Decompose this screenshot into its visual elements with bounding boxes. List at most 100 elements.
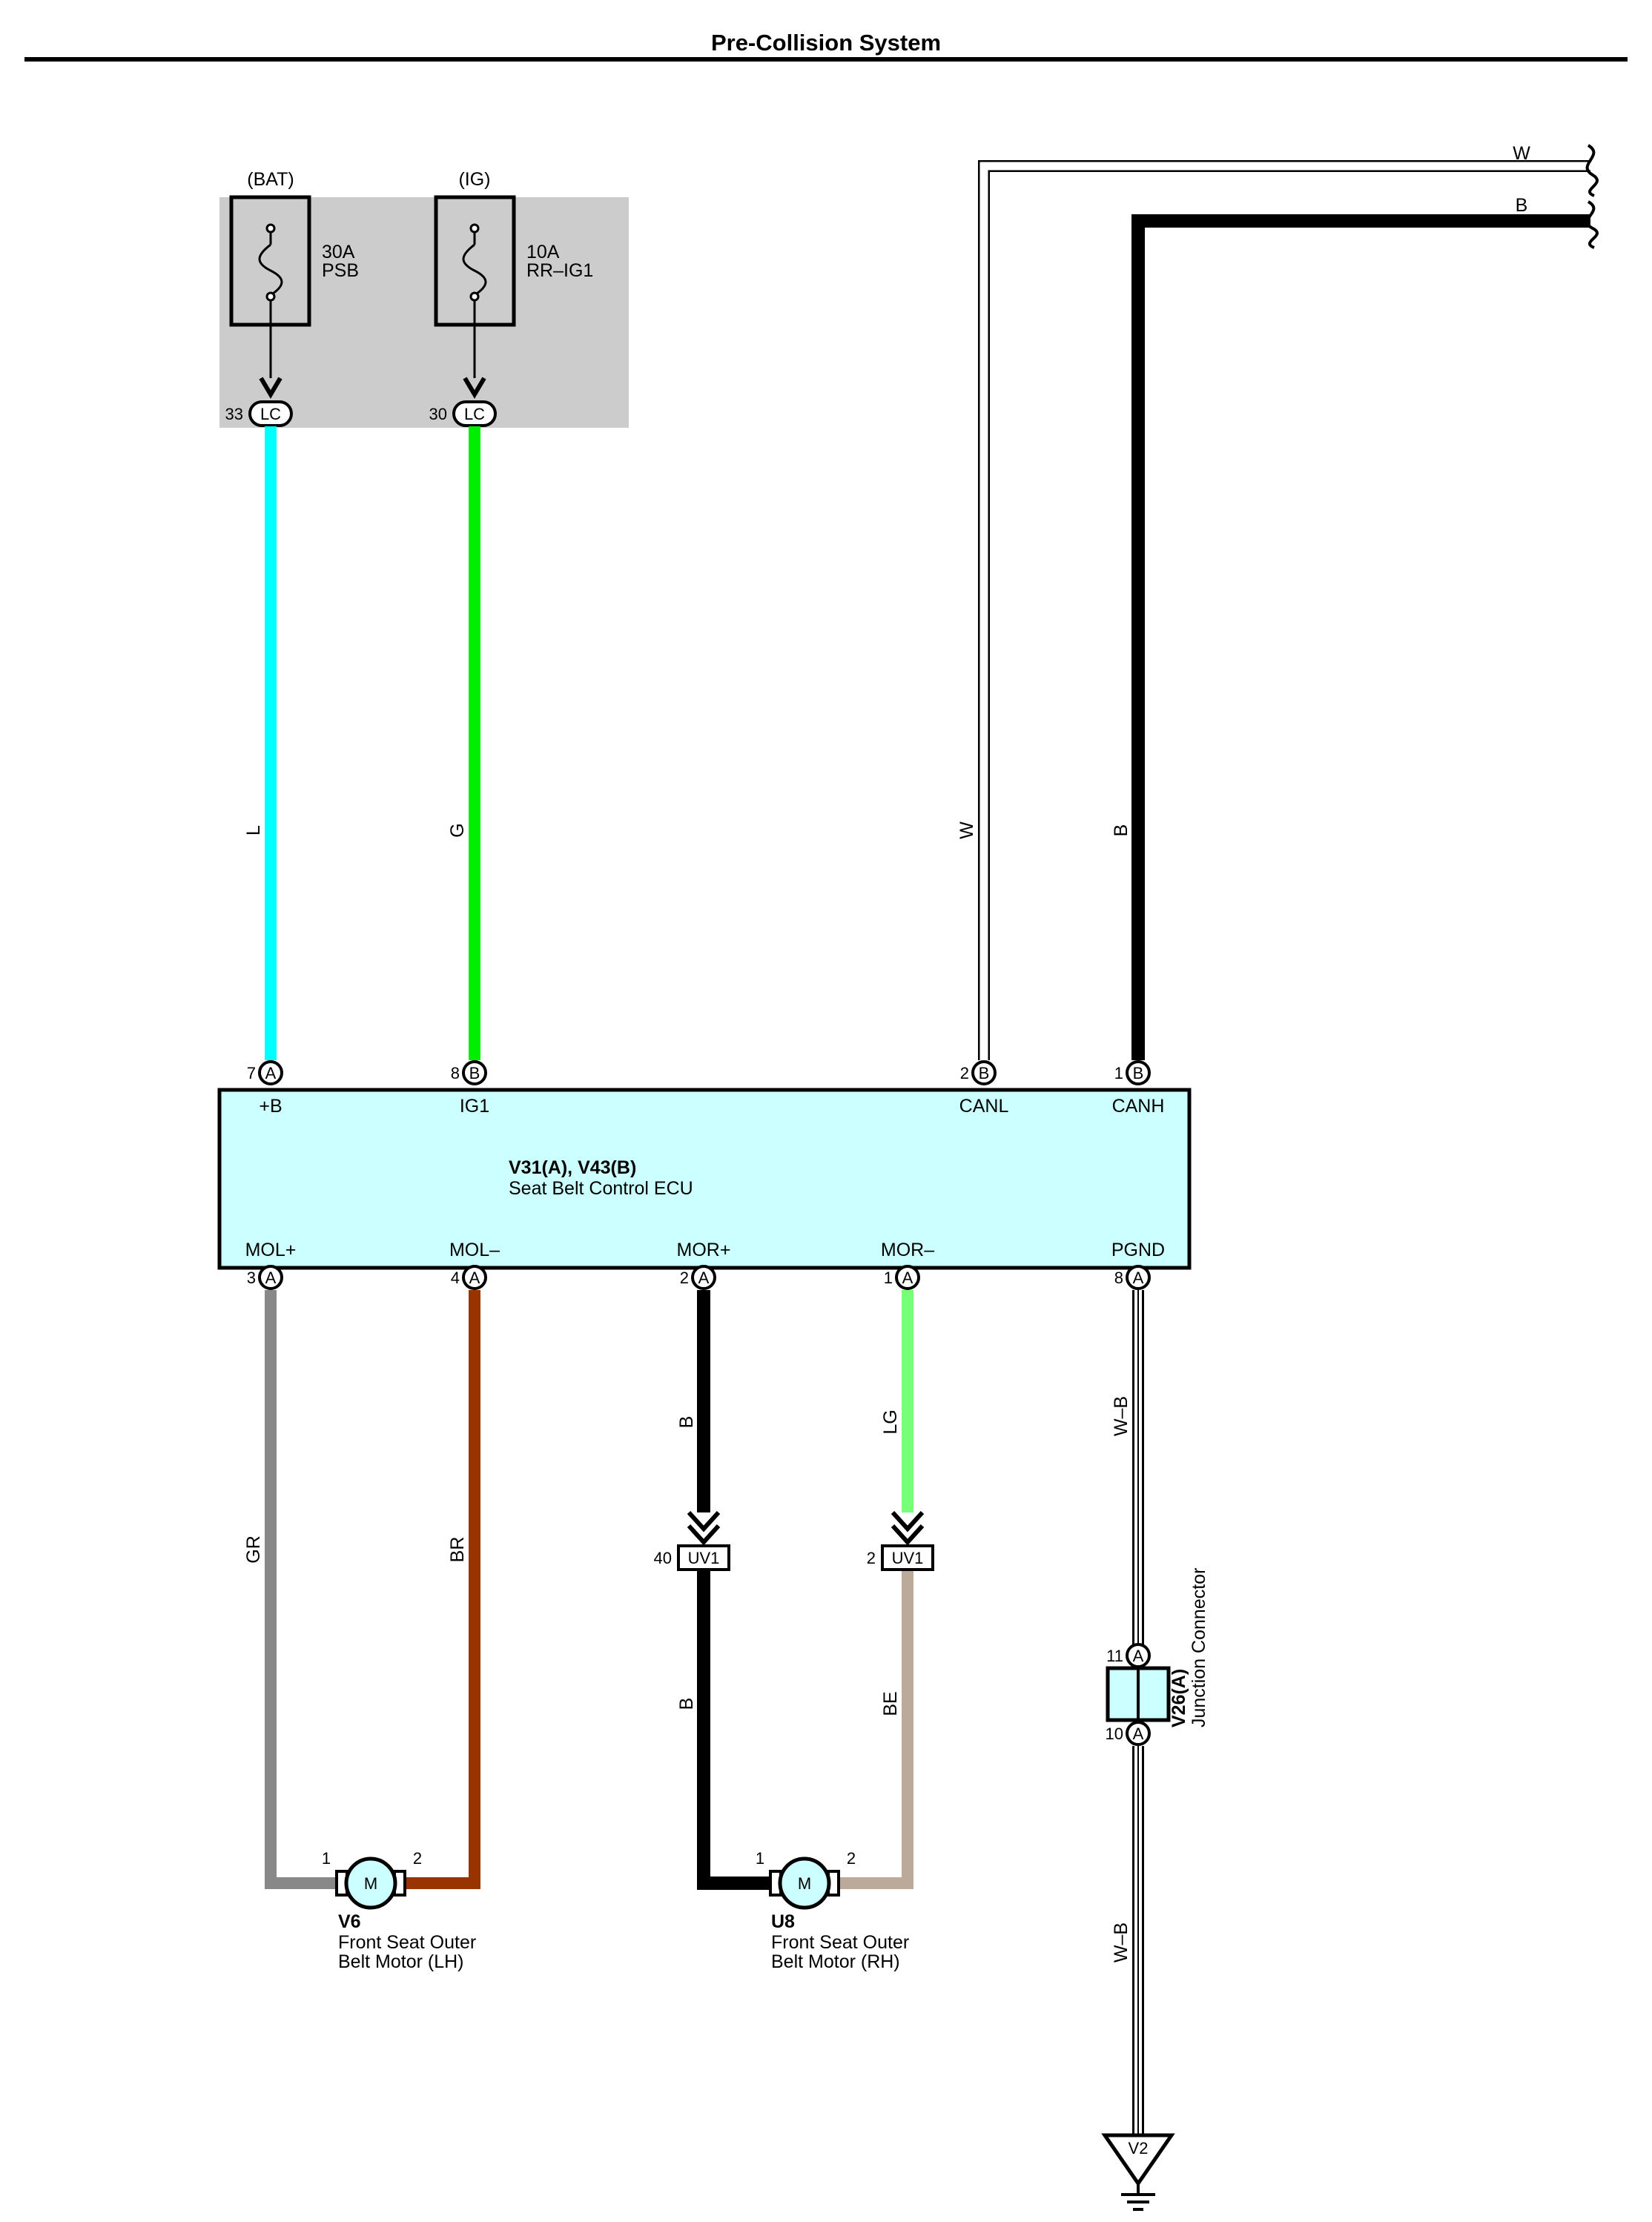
ground-v2: V2	[1101, 2133, 1175, 2211]
wire-canl-outline	[978, 160, 1590, 1060]
pin-number: 1	[756, 1849, 764, 1868]
wire-color-label: B	[676, 1416, 697, 1429]
pin-number: 33	[225, 405, 243, 423]
ecu-name: Seat Belt Control ECU	[509, 1178, 693, 1199]
inline-connector-uv1-40: UV1 40	[654, 1510, 730, 1571]
pin-number: 1	[1114, 1064, 1123, 1082]
pin-connector: A	[1133, 1647, 1144, 1665]
fuse-rr-ig1-name: RR–IG1	[526, 260, 593, 281]
wire-color-label: W	[956, 821, 977, 839]
wire-break-icon	[1585, 144, 1599, 197]
wire-mor-plus-lower	[697, 1568, 775, 1890]
motor-name-line2: Belt Motor (RH)	[771, 1951, 900, 1972]
ecu-pin-name: MOR–	[881, 1240, 934, 1260]
pin-number: 3	[247, 1269, 256, 1287]
fuse-psb-amp: 30A	[322, 242, 355, 262]
pin-number: 11	[1106, 1647, 1123, 1665]
motor-v6: M 1 2 V6 Front Seat Outer Belt Motor (LH…	[322, 1849, 476, 1972]
wire-break-icon	[1585, 200, 1599, 249]
wire-mol-minus	[404, 1290, 480, 1889]
ecu-pin-name: MOL–	[449, 1240, 500, 1260]
pin-number: 40	[654, 1549, 672, 1567]
inline-connector-uv1-2: UV1 2	[867, 1510, 934, 1571]
motor-icon	[344, 1856, 397, 1910]
ecu-top-pin-7: A 7	[247, 1060, 283, 1085]
wire-canl	[979, 162, 1590, 1060]
wire-color-label: L	[243, 825, 264, 836]
ecu-bottom-pin-1: A 1	[884, 1265, 920, 1290]
ecu-top-pin-2: B 2	[960, 1060, 997, 1085]
ecu-top-pin-1: B 1	[1114, 1060, 1151, 1085]
connector-arrow-icon	[259, 377, 283, 399]
motor-name-line1: Front Seat Outer	[771, 1932, 909, 1953]
pin-number: 4	[451, 1269, 460, 1287]
motor-code: V6	[338, 1911, 361, 1932]
pin-number: 1	[884, 1269, 893, 1287]
pin-connector: A	[265, 1269, 277, 1287]
fuse-connector-lc-33: LC 33	[225, 400, 293, 427]
ecu-code: V31(A), V43(B)	[509, 1157, 636, 1178]
ecu-pin-name: MOR+	[677, 1240, 731, 1260]
ecu-pin-name: MOL+	[245, 1240, 297, 1260]
pin-connector: A	[1133, 1725, 1144, 1743]
connector-arrow-icon	[687, 1510, 721, 1546]
fuse-psb-name: PSB	[322, 260, 359, 281]
pin-connector: B	[979, 1064, 990, 1082]
ecu-top-pin-8: B 8	[451, 1060, 487, 1085]
pin-number: 2	[413, 1849, 422, 1868]
ecu-bottom-pin-4: A 4	[451, 1265, 487, 1290]
ecu-bottom-pin-2: A 2	[680, 1265, 716, 1290]
wire-color-label: B	[1516, 195, 1528, 216]
pin-number: 2	[960, 1064, 969, 1082]
motor-name-line1: Front Seat Outer	[338, 1932, 476, 1953]
pin-number: 2	[867, 1549, 876, 1567]
pin-number: 2	[847, 1849, 856, 1868]
junction-name: Junction Connector	[1189, 1568, 1209, 1727]
fuse-block	[219, 197, 629, 428]
ecu-bottom-pin-3: A 3	[247, 1265, 283, 1290]
wire-color-label: W–B	[1111, 1396, 1131, 1436]
wire-canh	[1131, 214, 1590, 1060]
wire-color-label: BE	[880, 1691, 901, 1716]
pin-connector: A	[469, 1269, 480, 1287]
ecu-pin-name: CANL	[959, 1096, 1009, 1117]
pin-number: 8	[1114, 1269, 1123, 1287]
ecu-pin-name: +B	[259, 1096, 282, 1117]
junction-connector-v26: A 11 A 10 V26(A) Junction Connector	[1106, 1568, 1209, 1746]
motor-symbol: M	[798, 1874, 811, 1893]
ecu-pin-name: IG1	[460, 1096, 489, 1117]
motor-symbol: M	[364, 1874, 377, 1893]
motor-icon	[778, 1856, 831, 1910]
pin-number: 8	[451, 1064, 460, 1082]
motor-name-line2: Belt Motor (LH)	[338, 1951, 463, 1972]
pin-connector: A	[1133, 1269, 1144, 1287]
motor-u8: M 1 2 U8 Front Seat Outer Belt Motor (RH…	[756, 1849, 909, 1972]
ecu-pin-name: PGND	[1111, 1240, 1165, 1260]
fuse-rr-ig1-amp: 10A	[526, 242, 560, 262]
connector-label: LC	[464, 405, 485, 423]
motor-code: U8	[771, 1911, 795, 1932]
ground-code: V2	[1129, 2139, 1149, 2157]
wire-color-label: B	[1111, 824, 1131, 837]
pin-number: 30	[429, 405, 447, 423]
pin-number: 2	[680, 1269, 689, 1287]
wire-color-label: LG	[880, 1409, 901, 1434]
ecu-pin-name: CANH	[1112, 1096, 1165, 1117]
wire-color-label: W–B	[1111, 1922, 1131, 1963]
fuse-psb: (BAT) 30A PSB	[229, 169, 359, 378]
wire-color-label: GR	[243, 1535, 264, 1564]
pin-number: 1	[322, 1849, 331, 1868]
pin-number: 7	[247, 1064, 256, 1082]
ground-icon	[1101, 2133, 1175, 2187]
ecu-box	[217, 1088, 1192, 1270]
connector-arrow-icon	[891, 1510, 925, 1546]
fuse-connector-lc-30: LC 30	[429, 400, 497, 427]
fuse-icon	[258, 243, 283, 297]
fuse-rr-ig1: (IG) 10A RR–IG1	[434, 169, 593, 378]
page-title: Pre-Collision System	[711, 30, 941, 56]
connector-arrow-icon	[463, 377, 486, 399]
pin-connector: B	[1133, 1064, 1144, 1082]
pin-connector: A	[698, 1269, 710, 1287]
connector-label: UV1	[892, 1549, 924, 1567]
